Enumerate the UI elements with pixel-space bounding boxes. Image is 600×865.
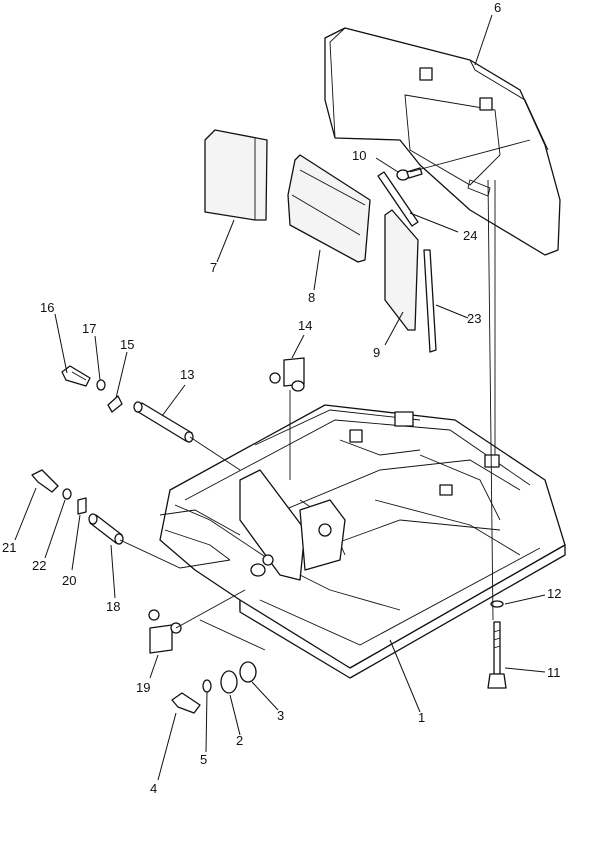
- part-11-long-bolt: [487, 621, 507, 689]
- callout-2: 2: [236, 733, 243, 748]
- callout-22: 22: [32, 558, 46, 573]
- part-6-hood-cover: [324, 27, 561, 256]
- callout-12: 12: [547, 586, 561, 601]
- part-19-plate: [148, 609, 182, 654]
- part-3-ring: [239, 661, 257, 683]
- part-16-bolt: [61, 365, 91, 387]
- part-15-plate: [107, 395, 123, 413]
- part-4-bolt: [171, 692, 201, 714]
- leader-lines: [14, 14, 546, 781]
- callout-19: 19: [136, 680, 150, 695]
- part-23-seal-strip: [423, 249, 437, 353]
- callout-5: 5: [200, 752, 207, 767]
- callout-16: 16: [40, 300, 54, 315]
- part-1-main-frame: [159, 404, 566, 679]
- part-7-panel: [204, 129, 268, 221]
- part-9-plate: [384, 209, 419, 331]
- part-12-washer: [490, 600, 504, 608]
- part-5-washer: [202, 679, 212, 693]
- callout-3: 3: [277, 708, 284, 723]
- callout-17: 17: [82, 321, 96, 336]
- part-14-plate: [269, 357, 305, 392]
- callout-13: 13: [180, 367, 194, 382]
- callout-23: 23: [467, 311, 481, 326]
- callout-8: 8: [308, 290, 315, 305]
- part-24-seal-strip: [377, 171, 419, 227]
- callout-18: 18: [106, 599, 120, 614]
- part-20-plate: [77, 497, 87, 515]
- callout-4: 4: [150, 781, 157, 796]
- callout-labels: 1 2 3 4 5 6 7 8 9 10 11 12 13 14 15 16 1…: [2, 0, 561, 796]
- callout-14: 14: [298, 318, 312, 333]
- part-2-ring: [220, 670, 238, 694]
- callout-21: 21: [2, 540, 16, 555]
- callout-9: 9: [373, 345, 380, 360]
- callout-7: 7: [210, 260, 217, 275]
- assembly-guide-lines: [119, 139, 531, 651]
- part-22-washer: [62, 488, 72, 500]
- callout-24: 24: [463, 228, 477, 243]
- callout-6: 6: [494, 0, 501, 15]
- part-18-pin: [88, 513, 124, 545]
- part-13-pin: [133, 401, 194, 443]
- part-10-bolt: [396, 167, 423, 181]
- callout-11: 11: [547, 665, 561, 680]
- part-8-curved-plate: [287, 154, 371, 263]
- callout-10: 10: [352, 148, 366, 163]
- callout-1: 1: [418, 710, 425, 725]
- callout-20: 20: [62, 573, 76, 588]
- part-17-washer: [96, 379, 106, 391]
- part-21-bolt: [31, 469, 59, 493]
- callout-15: 15: [120, 337, 134, 352]
